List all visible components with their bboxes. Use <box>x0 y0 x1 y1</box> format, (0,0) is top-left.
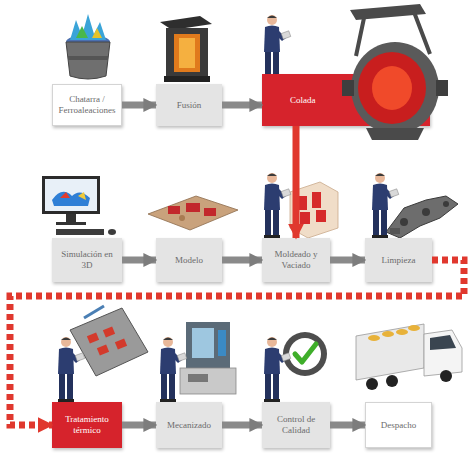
delivery-truck <box>356 324 462 390</box>
worker-figure <box>264 173 291 238</box>
process-box: Fusión <box>156 84 222 126</box>
process-label: Despacho <box>381 420 417 431</box>
worker-figure <box>58 337 85 402</box>
flow-arrow <box>222 102 262 109</box>
text-group: Chatarra / Ferroaleaciones <box>56 94 118 116</box>
text-group: Modelo <box>175 255 203 266</box>
process-label: Control de Calidad <box>265 414 327 436</box>
process-label: Tratamiento térmico <box>55 414 119 436</box>
process-label: Moldeado y Vaciado <box>265 249 327 271</box>
text-group: Tratamiento térmico <box>55 414 119 436</box>
flow-arrow <box>122 422 156 429</box>
worker-figure <box>264 15 291 80</box>
process-box: Despacho <box>365 402 432 448</box>
process-label: Limpieza <box>382 255 416 266</box>
furnace <box>160 16 212 82</box>
flow-arrow <box>330 422 365 429</box>
machining-center <box>180 322 236 394</box>
process-box: Chatarra / Ferroaleaciones <box>52 84 122 126</box>
flow-arrow <box>122 257 156 264</box>
process-label: Modelo <box>175 255 203 266</box>
casting-part <box>386 196 458 238</box>
flow-arrow <box>122 102 156 109</box>
casting-ladle <box>342 4 448 140</box>
scrap-bucket <box>66 14 110 79</box>
worker-figure <box>160 337 187 402</box>
pattern-model <box>148 196 238 230</box>
text-group: Simulación en 3D <box>55 249 119 271</box>
process-box: Modelo <box>156 238 222 282</box>
process-label: Mecanizado <box>167 420 211 431</box>
worker-figure <box>372 173 399 238</box>
heat-treatment-rack <box>70 306 148 376</box>
process-box: Tratamiento térmico <box>52 402 122 448</box>
process-label: Simulación en 3D <box>55 249 119 271</box>
text-group: Despacho <box>381 420 417 431</box>
process-box: Moldeado y Vaciado <box>262 238 330 282</box>
process-label: Chatarra / Ferroaleaciones <box>56 94 118 116</box>
worker-figure <box>264 337 291 402</box>
process-box: Mecanizado <box>156 402 222 448</box>
process-box: Control de Calidad <box>262 402 330 448</box>
process-label: Colada <box>290 95 316 106</box>
process-box: Limpieza <box>365 238 432 282</box>
process-label: Fusión <box>177 100 202 111</box>
flow-arrow <box>222 422 262 429</box>
computer-monitor <box>42 176 116 235</box>
flow-arrow-red <box>293 126 300 238</box>
text-group: Control de Calidad <box>265 414 327 436</box>
process-box: Simulación en 3D <box>52 238 122 282</box>
flow-arrow-red <box>10 260 464 425</box>
text-group: Limpieza <box>382 255 416 266</box>
flow-arrow <box>222 257 262 264</box>
text-group: Colada <box>290 95 316 106</box>
text-group: Mecanizado <box>167 420 211 431</box>
flow-arrow <box>330 257 365 264</box>
text-group: Fusión <box>177 100 202 111</box>
text-group: Moldeado y Vaciado <box>265 249 327 271</box>
quality-seal <box>283 332 327 376</box>
